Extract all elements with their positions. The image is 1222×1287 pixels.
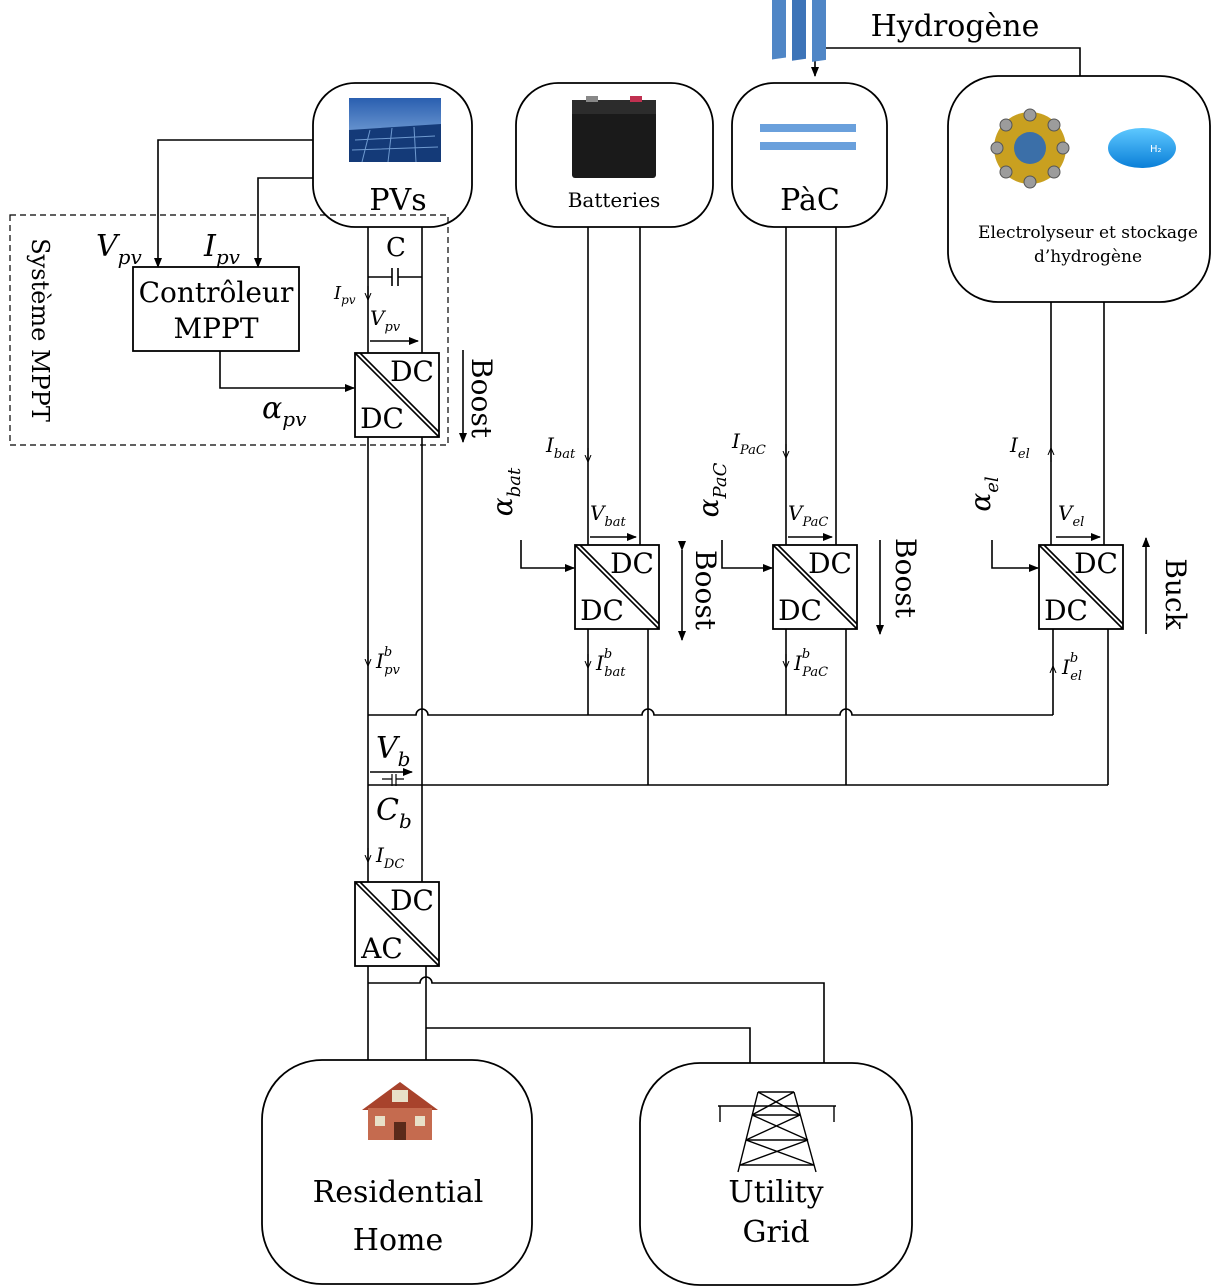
ipv-small-symbol: Ipv [333,283,356,307]
svg-text:H₂: H₂ [1150,144,1162,155]
ipv-sense-line [254,177,313,268]
utility-grid-box [639,1062,913,1286]
dc-bus-neg [368,708,1053,716]
vb-symbol: Vb [376,731,410,771]
electrolyser-box [947,75,1211,303]
el-buck-converter: DC DC [1038,544,1124,630]
electrolyser-label-1: Electrolyseur et stockage [978,223,1198,243]
alpha-pac-line [721,540,773,572]
grid-feed-1 [368,976,825,1063]
residential-label-2: Home [353,1223,443,1258]
svg-text:DC: DC [390,884,434,917]
house-icon [362,1082,438,1140]
vpv-sense-line [154,139,313,268]
svg-text:AC: AC [360,932,403,965]
pac-boost-converter: DC DC [772,544,858,630]
dc-ac-inverter: DC AC [354,881,440,967]
pylon-icon [718,1091,836,1173]
controller-label-1: Contrôleur [139,276,294,309]
vpv-small-symbol: Vpv [370,306,401,335]
ipac-symbol: IPaC [731,429,766,458]
svg-text:DC: DC [1074,547,1118,580]
mppt-controller-box [132,266,300,352]
capacitor-cb [382,774,404,786]
pv-boost-converter: DC DC [354,352,440,438]
grid-label-2: Grid [742,1215,809,1250]
alpha-bat-symbol: αbat [486,467,525,516]
battery-icon [572,96,656,178]
pac-box [731,82,888,228]
vpv-symbol: Vpv [96,229,142,269]
alpha-el-symbol: αel [964,476,1003,512]
mppt-system-label: Système MPPT [26,238,54,422]
alpha-bat-line [520,540,575,572]
alpha-pac-symbol: αPaC [692,462,731,517]
svg-text:DC: DC [778,594,822,627]
capacitor-c-label: C [386,233,406,263]
pac-label: PàC [780,183,840,218]
alpha-pv-line [219,351,355,392]
pvs-label: PVs [369,183,426,218]
mppt-system-boundary [9,214,449,446]
grid-label-1: Utility [728,1175,823,1210]
svg-text:DC: DC [808,547,852,580]
idc-symbol: IDC [375,843,404,872]
hydrogen-tank-icon: H₂ [1108,128,1176,168]
el-buck-label: Buck [1159,558,1192,630]
ipv-symbol: Ipv [203,229,241,269]
electrolyser-flange-icon [990,108,1070,189]
vpac-symbol: VPaC [788,501,828,530]
pac-boost-label: Boost [889,538,922,619]
alpha-pv-symbol: αpv [262,391,307,431]
alpha-el-line [991,540,1039,572]
batteries-label: Batteries [568,188,661,212]
svg-text:DC: DC [390,355,434,388]
grid-feed-2 [426,1027,751,1063]
svg-text:DC: DC [610,547,654,580]
electrolyser-label-2: d’hydrogène [1034,247,1142,267]
ibat-symbol: Ibat [545,433,576,462]
residential-label-1: Residential [313,1175,484,1210]
svg-text:DC: DC [580,594,624,627]
cb-symbol: Cb [376,793,412,833]
pv-boost-label: Boost [465,358,498,439]
residential-home-box [261,1059,533,1285]
svg-text:DC: DC [1044,594,1088,627]
iel-symbol: Iel [1009,433,1030,462]
controller-label-2: MPPT [173,312,258,345]
vel-symbol: Vel [1058,501,1084,530]
hydrogen-label: Hydrogène [871,9,1040,44]
solar-panel-icon [349,98,441,163]
vbat-symbol: Vbat [590,501,627,530]
hydrogen-flow-arrow [811,47,1081,77]
bat-boost-converter: DC DC [574,544,660,630]
capacitor-c [368,268,422,286]
svg-text:DC: DC [360,402,404,435]
bat-boost-label: Boost [689,550,722,631]
fuel-cell-icon [760,0,856,150]
